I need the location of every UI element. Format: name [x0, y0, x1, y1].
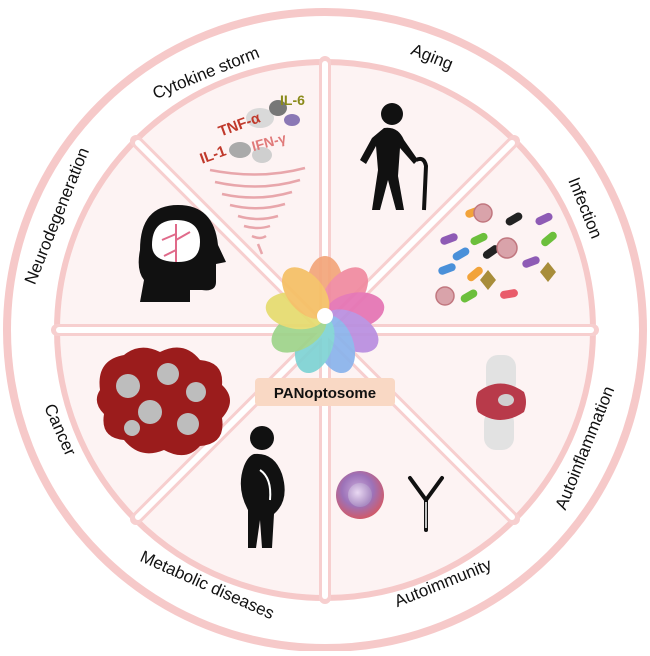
infection-icon [435, 203, 557, 306]
autoinflammation-knee-icon [476, 355, 526, 450]
autoimmunity-icon [336, 471, 444, 532]
cancer-icon [96, 347, 230, 456]
neurodegeneration-icon [138, 205, 226, 302]
center-label-box: PANoptosome [255, 378, 395, 406]
panoptosome-complex-icon [265, 256, 385, 374]
metabolic-diseases-icon [240, 426, 285, 548]
cytokine-il6: IL-6 [280, 92, 305, 108]
center-label: PANoptosome [274, 385, 376, 402]
aging-icon [360, 103, 429, 211]
watermark: 知乎 @柠檬桃子酱 [497, 619, 630, 637]
